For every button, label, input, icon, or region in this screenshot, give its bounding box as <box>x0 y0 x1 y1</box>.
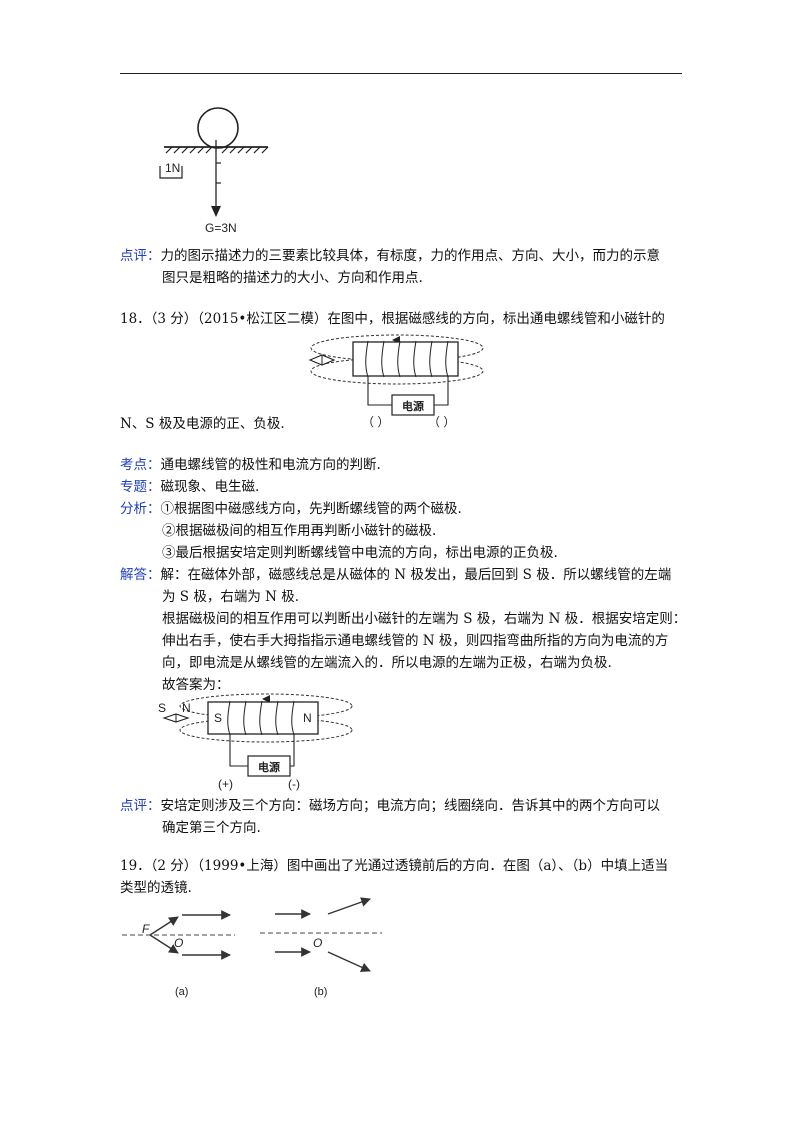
solenoid-answer-diagram: S N S N 电源 (+) (-) <box>158 693 353 791</box>
scale-bracket <box>159 166 183 179</box>
dianping-line2: 确定第三个方向. <box>162 820 261 836</box>
power-source-box <box>247 755 291 777</box>
gravity-arrowhead <box>211 206 221 217</box>
jieda-line6: 故答案为： <box>162 677 230 693</box>
paren-left: （ ） <box>362 415 389 429</box>
solenoid-body <box>352 341 459 377</box>
q19-stem-line1: 19．（2 分）（1999•上海）图中画出了光通过透镜前后的方向．在图（a）、（… <box>120 858 669 874</box>
ball <box>197 107 239 149</box>
jieda-line1: 解答：解：在磁体外部，磁感线总是从磁体的 N 极发出，最后回到 S 极．所以螺线… <box>120 567 672 583</box>
minus-label: (-) <box>288 777 300 791</box>
power-source-label: 电源 <box>402 399 424 413</box>
caption-a: (a) <box>175 986 188 998</box>
ground-hatching <box>165 146 269 154</box>
ray-b-out-upper <box>327 897 371 915</box>
kaodian-line: 考点：通电螺线管的极性和电流方向的判断. <box>120 457 381 473</box>
fenxi-line3: ③最后根据安培定则判断螺线管中电流的方向，标出电源的正负极. <box>162 545 558 561</box>
dianping-line1: 点评：安培定则涉及三个方向：磁场方向；电流方向；线圈绕向．告诉其中的两个方向可以 <box>120 798 660 814</box>
review-tag: 点评： <box>120 248 161 264</box>
focus-label: F <box>142 922 150 936</box>
gravity-label: G=3N <box>205 221 237 235</box>
q18-stem-line1: 18．（3 分）（2015•松江区二模）在图中，根据磁感线的方向，标出通电螺线管… <box>120 311 665 327</box>
header-rule <box>120 73 682 74</box>
coil-n-label: N <box>303 711 312 725</box>
jieda-line3: 根据磁极间的相互作用可以判断出小磁针的左端为 S 极，右端为 N 极．根据安培定… <box>162 611 687 627</box>
plus-label: (+) <box>218 777 233 791</box>
q18-stem-line2: N、S 极及电源的正、负极. <box>120 416 285 432</box>
zhuanti-line: 专题：磁现象、电生磁. <box>120 479 260 495</box>
paren-right: （ ） <box>428 415 455 429</box>
jieda-line2: 为 S 极，右端为 N 极. <box>162 589 300 605</box>
scale-label: 1N <box>165 161 180 175</box>
fenxi-line2: ②根据磁极间的相互作用再判断小磁针的磁极. <box>162 523 437 539</box>
jieda-line4: 伸出右手，使右手大拇指指示通电螺线管的 N 极，则四指弯曲所指的方向为电流的方 <box>162 633 669 649</box>
caption-b: (b) <box>314 986 327 998</box>
ray-a-in-lower <box>149 934 179 954</box>
ray-b-out-lower <box>327 951 371 972</box>
coil-s-label: S <box>214 711 222 725</box>
lens-ray-diagram: F O (a) O (b) <box>122 897 382 998</box>
q19-stem-line2: 类型的透镜. <box>120 880 192 896</box>
needle-s-label: S <box>158 701 166 715</box>
ray-a-in-upper <box>149 916 179 936</box>
gravity-force-diagram: 1N G=3N <box>159 107 269 235</box>
power-source-label: 电源 <box>258 760 280 774</box>
review17-line2: 图只是粗略的描述力的大小、方向和作用点. <box>162 270 423 286</box>
field-line-arrow <box>262 695 270 703</box>
solenoid-question-diagram: 电源 （ ） （ ） <box>308 334 484 429</box>
fenxi-line1: 分析：①根据图中磁感线方向，先判断螺线管的两个磁极. <box>120 501 462 517</box>
center-label-a: O <box>174 936 183 950</box>
review17-line1: 点评：力的图示描述力的三要素比较具体，有标度，力的作用点、方向、大小，而力的示意 <box>120 248 660 264</box>
needle-n-label: N <box>182 701 191 715</box>
jieda-line5: 向，即电流是从螺线管的左端流入的．所以电源的左端为正极，右端为负极. <box>162 655 612 671</box>
solenoid-body <box>207 701 319 735</box>
center-label-b: O <box>313 936 322 950</box>
power-source-box <box>391 394 435 416</box>
